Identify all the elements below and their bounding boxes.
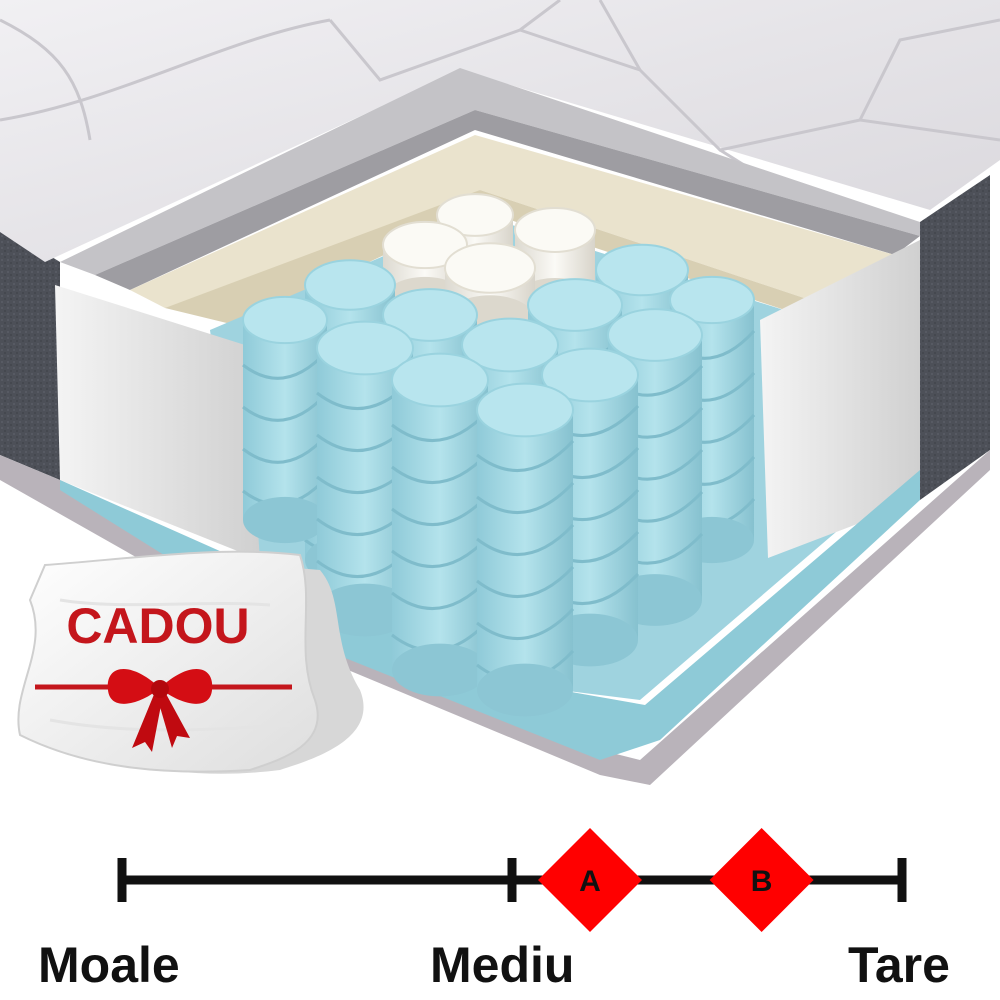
gift-label: CADOU	[66, 598, 249, 654]
scale-label-medium: Mediu	[430, 937, 575, 993]
marker-diamond	[538, 828, 642, 932]
pocket-springs	[242, 193, 756, 717]
scale-label-firm: Tare	[848, 937, 950, 993]
gift-pillow: CADOU	[17, 550, 364, 774]
marker-label: A	[579, 865, 601, 898]
marker-label: B	[751, 865, 773, 898]
mattress-top-cover	[0, 0, 1000, 262]
bow-icon	[107, 669, 213, 752]
firmness-marker-b: B	[709, 828, 814, 932]
pocket-spring	[476, 382, 575, 717]
spring-base	[60, 470, 920, 760]
scale-label-soft: Moale	[38, 937, 180, 993]
pocket-spring	[242, 295, 329, 544]
inner-wall-left	[55, 285, 260, 560]
pocket-spring	[391, 352, 490, 697]
inner-wall-right	[760, 240, 920, 558]
marker-diamond	[709, 828, 814, 932]
mattress-side-fabric-right	[920, 175, 990, 500]
quilt-pattern	[0, 0, 1000, 202]
comfort-top-layer	[60, 68, 920, 275]
mattress-side-fabric	[0, 225, 60, 480]
firmness-marker-a: A	[538, 828, 642, 932]
